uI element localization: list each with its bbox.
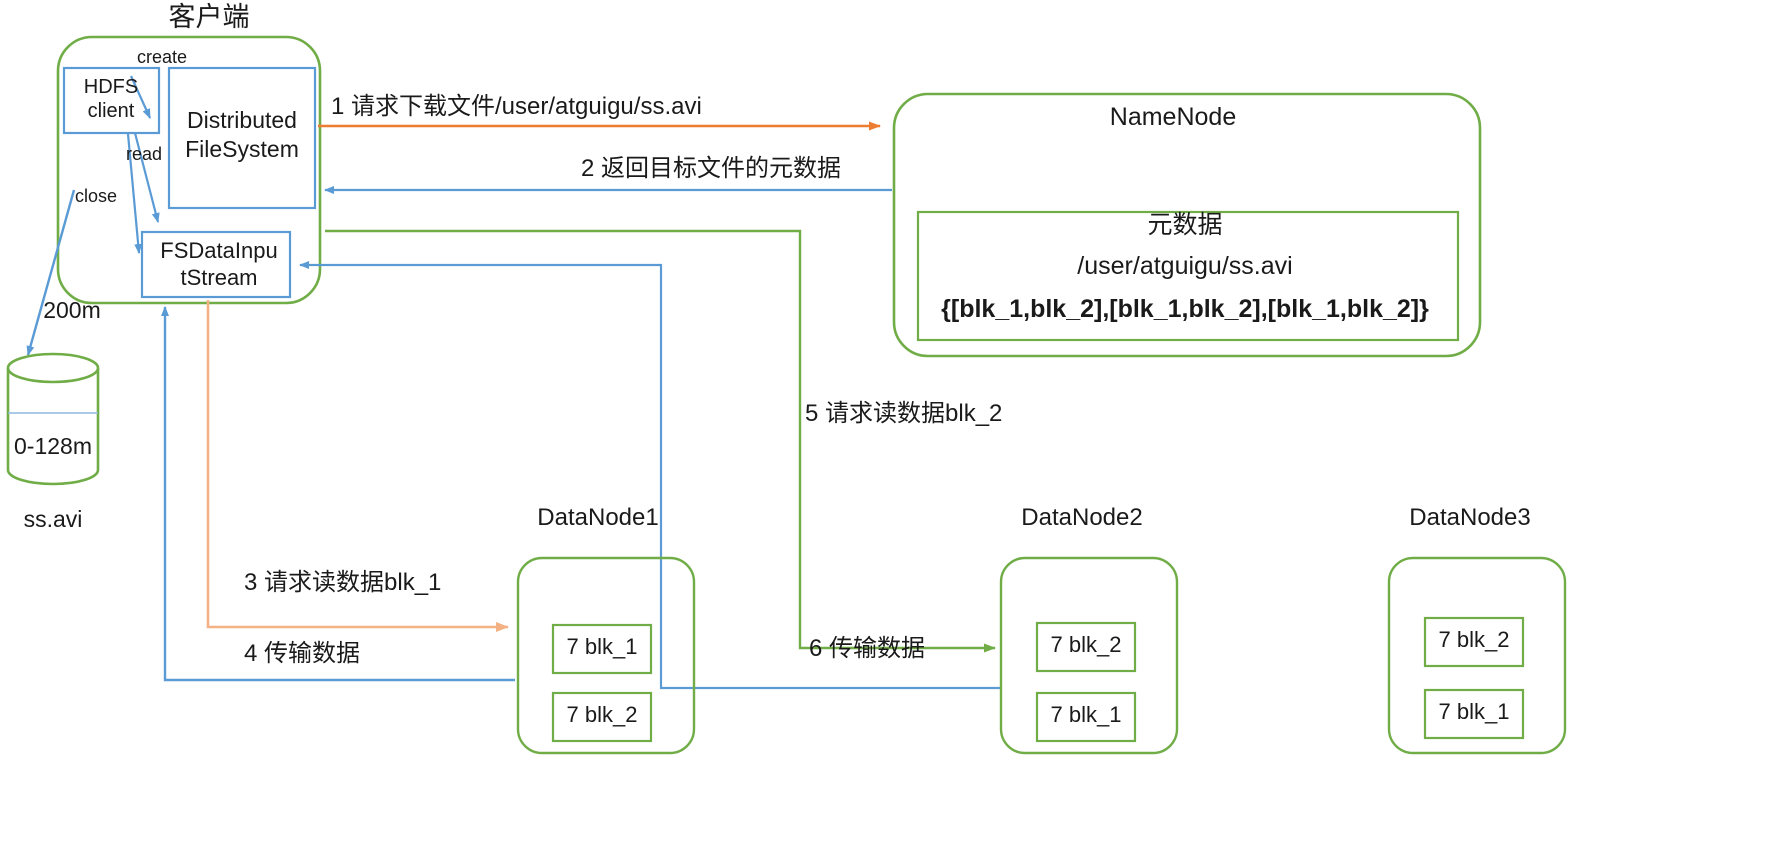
- file-name-label: ss.avi: [23, 506, 83, 532]
- datanode2-block-1: [1035, 691, 1137, 743]
- datanode3-container: [1387, 556, 1567, 755]
- namenode-metadata-title: 元数据: [1147, 211, 1223, 239]
- client-title: 客户端: [168, 2, 250, 32]
- datanode2-block-0: [1035, 621, 1137, 673]
- datanode2-container: [999, 556, 1179, 755]
- step-6-label: 6 传输数据: [809, 635, 926, 662]
- step6-arrow: [299, 261, 1000, 690]
- namenode-title: NameNode: [1109, 103, 1237, 131]
- hdfs-client-label-line2: client: [87, 100, 135, 122]
- close-arrow: [126, 133, 143, 254]
- fsdatainputstream-label-line1: FSDataInpu: [160, 238, 278, 263]
- step4-arrow: [161, 306, 515, 682]
- datanode2-block-1-label: 7 blk_1: [1050, 702, 1122, 727]
- step5-arrow: [325, 229, 996, 653]
- datanode1-title: DataNode1: [537, 504, 659, 531]
- read-edge-label: read: [125, 144, 163, 164]
- client-container: [56, 35, 322, 305]
- file-size-label: 200m: [43, 297, 101, 323]
- distributed-filesystem-box: [167, 66, 317, 210]
- step-3-label: 3 请求读数据blk_1: [244, 569, 442, 596]
- step3-arrow: [206, 300, 509, 632]
- datanode3-block-0-label: 7 blk_2: [1438, 627, 1510, 652]
- read-arrow: [133, 132, 160, 223]
- distributed-filesystem-label-line1: Distributed: [187, 107, 297, 133]
- fsdatainputstream-label-line2: tStream: [180, 265, 258, 290]
- namenode-metadata-path: /user/atguigu/ss.avi: [1077, 252, 1293, 280]
- namenode-container: [892, 92, 1482, 358]
- disk-cylinder-body: [6, 368, 100, 486]
- file-block-label: 0-128m: [14, 433, 92, 459]
- datanode1-block-0-label: 7 blk_1: [566, 634, 638, 659]
- datanode1-block-1: [551, 691, 653, 743]
- create-edge-label: create: [136, 47, 188, 67]
- datanode1-block-1-label: 7 blk_2: [566, 702, 638, 727]
- step-5-label: 5 请求读数据blk_2: [805, 400, 1003, 427]
- disk-cylinder-top: [6, 352, 100, 384]
- datanode3-block-0: [1423, 616, 1525, 668]
- fsdatainputstream-box: [140, 230, 292, 299]
- create-arrow: [129, 75, 152, 119]
- step-2-label: 2 返回目标文件的元数据: [581, 155, 842, 182]
- datanode3-block-1: [1423, 688, 1525, 740]
- datanode2-block-0-label: 7 blk_2: [1050, 632, 1122, 657]
- client-to-disk-arrow: [26, 189, 76, 356]
- namenode-metadata-box: [916, 210, 1460, 342]
- datanode1-container: [516, 556, 696, 755]
- datanode3-block-1-label: 7 blk_1: [1438, 699, 1510, 724]
- datanode2-title: DataNode2: [1021, 504, 1143, 531]
- step-4-label: 4 传输数据: [244, 640, 361, 667]
- close-edge-label: close: [74, 186, 118, 206]
- datanode3-title: DataNode3: [1409, 504, 1531, 531]
- hdfs-client-label-line1: HDFS: [83, 76, 139, 98]
- distributed-filesystem-label-line2: FileSystem: [185, 136, 299, 162]
- step-1-label: 1 请求下载文件/user/atguigu/ss.avi: [331, 93, 702, 120]
- datanode1-block-0: [551, 623, 653, 675]
- namenode-metadata-blocks: {[blk_1,blk_2],[blk_1,blk_2],[blk_1,blk_…: [941, 295, 1429, 323]
